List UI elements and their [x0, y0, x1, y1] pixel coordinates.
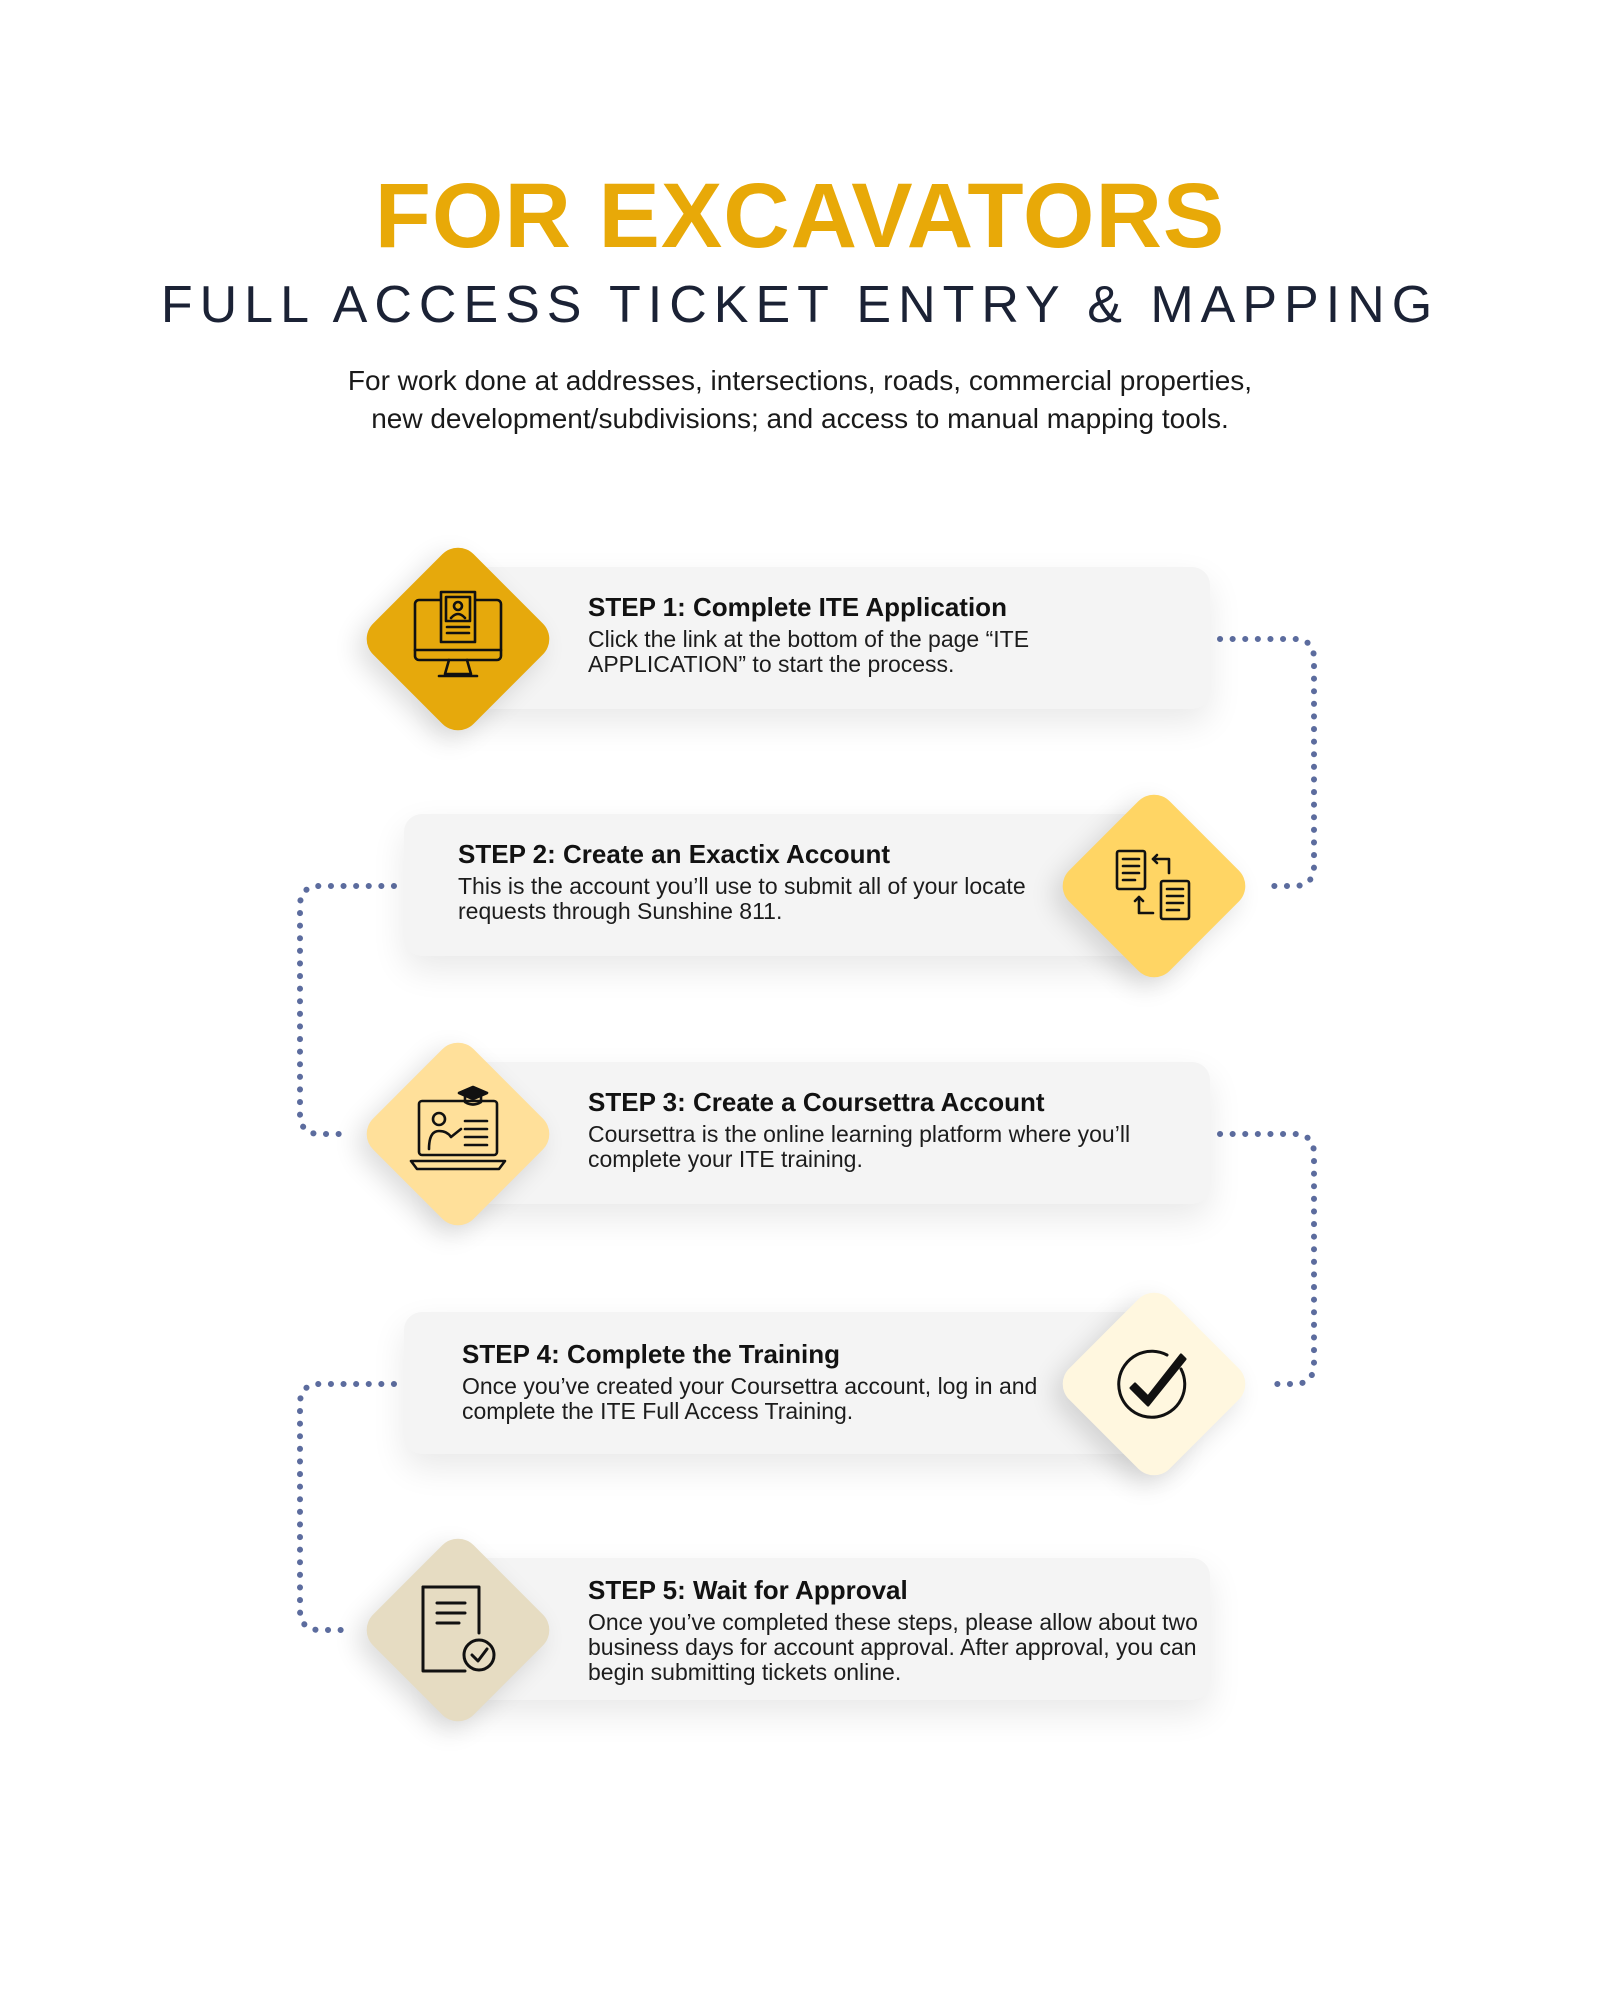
step-5-text: STEP 5: Wait for Approval Once you’ve co…	[588, 1574, 1198, 1685]
step-4-text: STEP 4: Complete the Training Once you’v…	[462, 1338, 1052, 1424]
step-1-text: STEP 1: Complete ITE Application Click t…	[588, 591, 1188, 677]
step-card-4: STEP 4: Complete the Training Once you’v…	[404, 1312, 1176, 1454]
step-card-3: STEP 3: Create a Coursettra Account Cour…	[438, 1062, 1210, 1204]
document-exchange-icon	[1099, 831, 1209, 941]
step-2-title: STEP 2: Create an Exactix Account	[458, 839, 891, 869]
step-card-5: STEP 5: Wait for Approval Once you’ve co…	[438, 1558, 1210, 1700]
step-3-title: STEP 3: Create a Coursettra Account	[588, 1087, 1045, 1117]
step-5-description: Once you’ve completed these steps, pleas…	[588, 1609, 1198, 1685]
page-subtitle: FULL ACCESS TICKET ENTRY & MAPPING	[160, 276, 1440, 334]
step-1-description: Click the link at the bottom of the page…	[588, 626, 1030, 677]
step-card-2: STEP 2: Create an Exactix Account This i…	[404, 814, 1176, 956]
step-3-text: STEP 3: Create a Coursettra Account Cour…	[588, 1086, 1198, 1172]
step-5-title: STEP 5: Wait for Approval	[588, 1575, 908, 1605]
step-5-badge	[357, 1529, 559, 1731]
step-2-badge	[1053, 785, 1255, 987]
step-card-1: STEP 1: Complete ITE Application Click t…	[438, 567, 1210, 709]
step-3-description: Coursettra is the online learning platfo…	[588, 1121, 1131, 1172]
step-4-badge	[1053, 1283, 1255, 1485]
computer-application-icon	[403, 584, 513, 694]
step-2-text: STEP 2: Create an Exactix Account This i…	[458, 838, 1048, 924]
intro-text: For work done at addresses, intersection…	[200, 362, 1400, 438]
intro-line-2: new development/subdivisions; and access…	[371, 403, 1229, 434]
step-2-description: This is the account you’ll use to submit…	[458, 873, 1026, 924]
approved-document-icon	[403, 1575, 513, 1685]
page-title: FOR EXCAVATORS	[374, 165, 1226, 267]
step-1-title: STEP 1: Complete ITE Application	[588, 592, 1007, 622]
checkmark-circle-icon	[1099, 1329, 1209, 1439]
step-4-description: Once you’ve created your Coursettra acco…	[462, 1373, 1038, 1424]
step-3-badge	[357, 1033, 559, 1235]
intro-line-1: For work done at addresses, intersection…	[347, 365, 1253, 396]
step-1-badge	[357, 538, 559, 740]
step-4-title: STEP 4: Complete the Training	[462, 1339, 841, 1369]
online-learning-icon	[403, 1079, 513, 1189]
